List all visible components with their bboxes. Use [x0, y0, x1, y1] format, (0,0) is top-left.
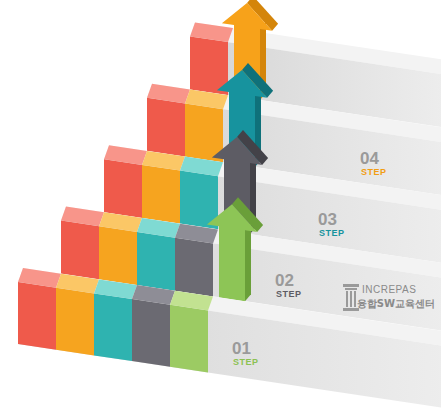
color-block-top	[94, 279, 137, 299]
step-number: 04	[360, 150, 379, 167]
pillar-cap	[343, 284, 359, 287]
color-block-front	[170, 305, 208, 373]
color-block-top	[61, 207, 104, 227]
color-block-top	[190, 22, 233, 42]
color-block-front	[94, 293, 132, 361]
color-block-top	[170, 291, 213, 311]
pillar-flute	[346, 291, 348, 307]
color-block-front	[175, 238, 213, 297]
step-number: 03	[318, 211, 337, 228]
color-block-front	[137, 232, 175, 291]
color-block-top	[180, 157, 223, 177]
color-block-front	[61, 221, 99, 280]
stair-riser	[18, 282, 441, 408]
color-block-front	[142, 165, 180, 224]
color-block-top	[142, 151, 185, 171]
arrow-side	[245, 223, 251, 301]
pillar-base	[343, 308, 359, 311]
growth-arrow	[207, 204, 257, 301]
color-block-top	[185, 90, 228, 110]
color-block-front	[147, 98, 185, 157]
color-block-top	[99, 212, 142, 232]
brand-name: INCREPAS	[362, 285, 416, 295]
pillar-flute	[354, 291, 356, 307]
color-block-top	[132, 285, 175, 305]
color-block-top	[137, 218, 180, 238]
color-block-top	[147, 84, 190, 104]
step-label: STEP	[276, 290, 302, 299]
color-block-top	[56, 274, 99, 294]
color-block-front	[104, 159, 142, 218]
step-number: 02	[275, 272, 294, 289]
step-label: STEP	[361, 168, 387, 177]
color-block-top	[175, 224, 218, 244]
logo-pillar-icon	[343, 284, 359, 311]
step-number: 01	[232, 340, 251, 357]
pillar-capital	[345, 288, 357, 290]
color-block-front	[56, 288, 94, 356]
color-block-top	[18, 268, 61, 288]
step-label: STEP	[233, 358, 259, 367]
pillar-flute	[350, 291, 352, 307]
step-label: STEP	[319, 229, 345, 238]
color-block-front	[18, 282, 56, 350]
brand-subtitle: 융합SW교육센터	[357, 299, 435, 309]
color-block-top	[104, 145, 147, 165]
color-block-front	[132, 299, 170, 367]
color-block-front	[99, 226, 137, 285]
